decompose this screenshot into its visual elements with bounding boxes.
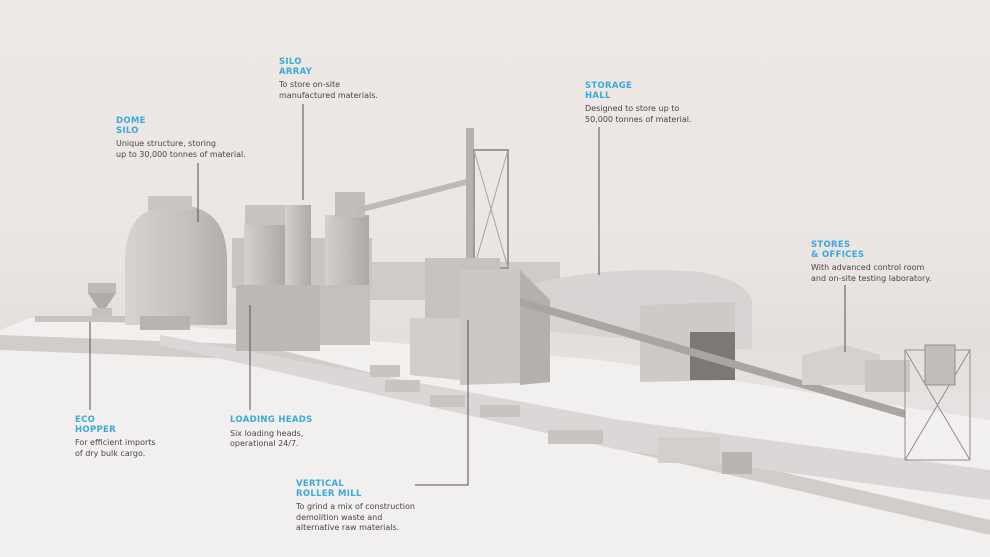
- preheater-tower: [466, 128, 509, 269]
- callout-stores-offices: STORES& OFFICES With advanced control ro…: [811, 240, 932, 284]
- road: [160, 335, 990, 500]
- callout-desc: Designed to store up to: [585, 104, 680, 113]
- callout-desc: Unique structure, storing: [116, 139, 217, 148]
- conveyor: [520, 298, 905, 418]
- callout-desc: alternative raw materials.: [296, 523, 400, 532]
- trucks: [370, 365, 752, 474]
- dome-silo: [125, 196, 227, 330]
- processing-structure: [904, 344, 971, 461]
- vertical-roller-mill: [410, 258, 550, 385]
- callout-desc: To store on-site: [279, 80, 341, 89]
- callout-desc: up to 30,000 tonnes of material.: [116, 149, 246, 159]
- silo-array: [232, 178, 470, 351]
- callout-desc: demolition waste and: [296, 512, 383, 522]
- callout-desc: and on-site testing laboratory.: [811, 273, 932, 283]
- leader-vertical-roller-mill: [415, 320, 469, 486]
- callout-title: STORES& OFFICES: [811, 240, 865, 260]
- callout-desc: Six loading heads,: [230, 428, 304, 438]
- callout-desc: To grind a mix of construction: [296, 502, 415, 511]
- site-ground: [0, 318, 990, 557]
- callout-desc: of dry bulk cargo.: [75, 448, 146, 458]
- callout-loading-heads: LOADING HEADS Six loading heads, operati…: [230, 415, 313, 450]
- stores-offices: [802, 345, 910, 392]
- callout-desc: 50,000 tonnes of material.: [585, 114, 692, 124]
- callout-desc: operational 24/7.: [230, 439, 299, 448]
- eco-hopper: [35, 283, 125, 322]
- callout-desc: With advanced control room: [811, 263, 925, 272]
- callout-desc: For efficient imports: [75, 438, 156, 447]
- callout-desc: manufactured materials.: [279, 90, 378, 100]
- callout-title: LOADING HEADS: [230, 415, 313, 425]
